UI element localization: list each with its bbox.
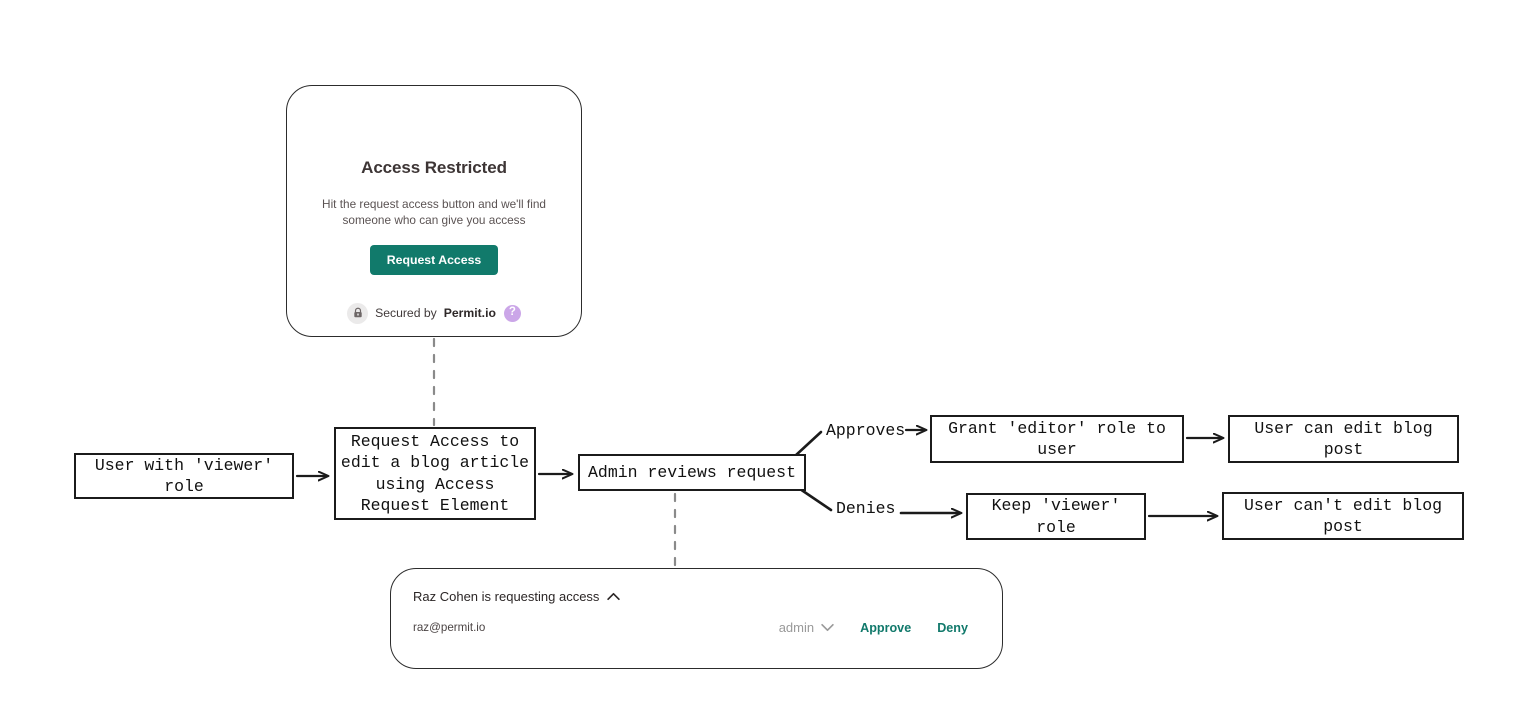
edge-label-denies: Denies	[836, 499, 896, 518]
access-restricted-card: Access Restricted Hit the request access…	[286, 85, 582, 337]
access-card-title: Access Restricted	[361, 158, 507, 177]
chevron-down-icon	[821, 623, 834, 632]
help-icon[interactable]: ?	[503, 304, 521, 322]
approval-card-heading: Raz Cohen is requesting access	[413, 589, 600, 604]
node-user-can-edit: User can edit blog post	[1228, 415, 1459, 463]
requester-email: raz@permit.io	[413, 621, 486, 634]
role-select-value: admin	[778, 620, 815, 635]
lock-icon	[347, 302, 369, 324]
approval-actions: admin Approve Deny	[779, 620, 980, 635]
role-select[interactable]: admin	[779, 620, 834, 635]
permit-brand-label: Permit.io	[443, 306, 496, 321]
node-keep-viewer-role: Keep 'viewer' role	[966, 493, 1146, 540]
node-user-viewer-role: User with 'viewer' role	[74, 453, 294, 499]
secured-by-text: Secured by	[375, 306, 437, 321]
secured-by-row: Secured by Permit.io ?	[347, 302, 521, 324]
node-grant-editor-role: Grant 'editor' role to user	[930, 415, 1184, 463]
approval-card-body: raz@permit.io admin Approve Deny	[413, 620, 980, 635]
approval-card-header: Raz Cohen is requesting access	[413, 589, 980, 604]
access-request-approval-card: Raz Cohen is requesting access raz@permi…	[390, 568, 1003, 669]
deny-button[interactable]: Deny	[937, 620, 968, 635]
request-access-button[interactable]: Request Access	[369, 244, 499, 275]
node-request-access: Request Access to edit a blog article us…	[334, 427, 536, 520]
node-user-cannot-edit: User can't edit blog post	[1222, 492, 1464, 540]
edge-label-approves: Approves	[826, 421, 906, 440]
approve-button[interactable]: Approve	[860, 620, 912, 635]
access-card-subtitle: Hit the request access button and we'll …	[322, 197, 546, 228]
chevron-up-icon[interactable]	[607, 592, 621, 601]
node-admin-reviews-request: Admin reviews request	[578, 454, 806, 491]
